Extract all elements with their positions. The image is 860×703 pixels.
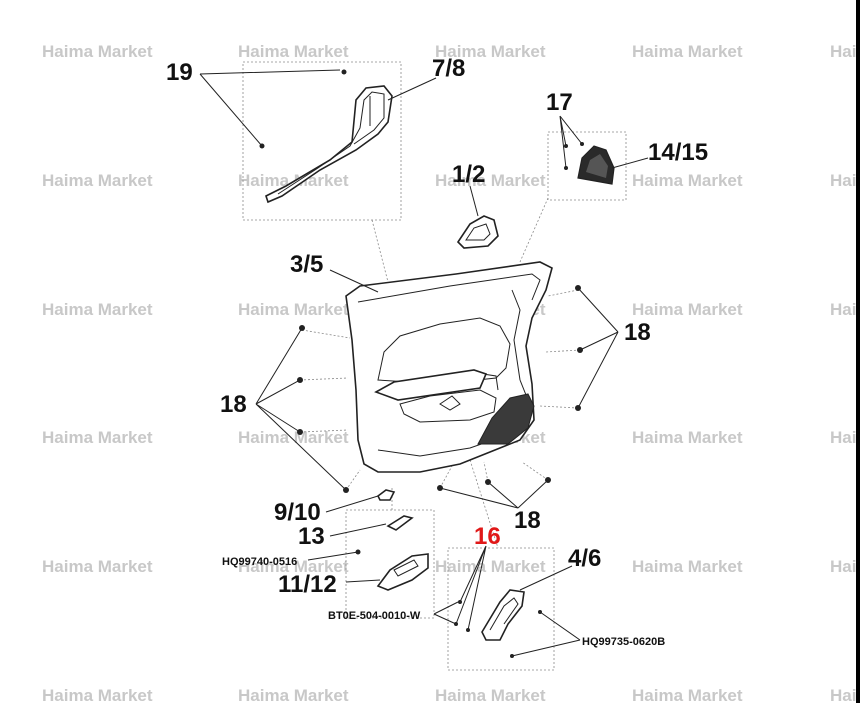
watermark: Haima Market [238, 300, 349, 319]
callout-4-6: 4/6 [568, 545, 601, 572]
pull-handle-part [454, 589, 542, 658]
watermark: Haima Market [632, 171, 743, 190]
callout-1-2: 1/2 [452, 161, 485, 188]
right-edge-border [856, 0, 860, 703]
watermark: Haima Market [42, 557, 153, 576]
callout-17: 17 [546, 89, 573, 116]
inner-handle-part [456, 215, 499, 249]
watermark: Haima Market [435, 171, 546, 190]
callout-18-left: 18 [220, 391, 247, 418]
connector-line [519, 197, 549, 263]
door-trim-panel-part [345, 261, 553, 473]
watermark: Haima Market [830, 171, 860, 190]
connector-line [439, 289, 581, 489]
callout-13: 13 [298, 523, 325, 550]
grip-trim-part [259, 69, 393, 204]
watermark: Haima Market [632, 557, 743, 576]
callout-9-10: 9/10 [274, 499, 321, 526]
connector-line [299, 329, 361, 491]
callout-18-bottom: 18 [514, 507, 541, 534]
watermark: Haima Market [435, 557, 546, 576]
watermark: Haima Market [238, 557, 349, 576]
watermark: Haima Market [435, 686, 546, 703]
watermark: Haima Market [238, 171, 349, 190]
watermark-layer: Haima Market Haima Market Haima Market H… [42, 42, 860, 703]
watermark: Haima Market [632, 428, 743, 447]
part-number-label: BT0E-504-0010-W [328, 610, 421, 622]
callout-14-15: 14/15 [648, 139, 708, 166]
watermark: Haima Market [238, 42, 349, 61]
watermark: Haima Market [238, 686, 349, 703]
callout-19: 19 [166, 59, 193, 86]
watermark: Haima Market [830, 42, 860, 61]
switch-bezel-part [355, 549, 429, 591]
watermark: Haima Market [42, 42, 153, 61]
watermark: Haima Market [830, 428, 860, 447]
switch-bezel-group-box [345, 509, 435, 619]
leader-lines [199, 69, 649, 657]
watermark: Haima Market [830, 300, 860, 319]
watermark: Haima Market [632, 42, 743, 61]
watermark: Haima Market [238, 428, 349, 447]
part-number-label: HQ99740-0516 [222, 556, 297, 568]
callout-11-12: 11/12 [278, 571, 337, 598]
watermark: Haima Market [830, 686, 860, 703]
grip-group-box [242, 61, 402, 221]
watermark: Haima Market [632, 686, 743, 703]
watermark: Haima Market [632, 300, 743, 319]
callout-16-highlighted: 16 [474, 523, 501, 550]
watermark: Haima Market [42, 300, 153, 319]
switch-cover-strip-part [386, 515, 414, 531]
callout-7-8: 7/8 [432, 55, 465, 82]
watermark: Haima Market [830, 557, 860, 576]
part-number-label: HQ99735-0620B [582, 636, 665, 648]
watermark: Haima Market [42, 428, 153, 447]
callout-18-right: 18 [624, 319, 651, 346]
cover-plug-part [376, 489, 396, 501]
pull-handle-group-box [447, 547, 555, 671]
tweeter-cover-group-box [547, 131, 627, 201]
watermark: Haima Market [42, 171, 153, 190]
connector-line [469, 459, 499, 549]
callout-3-5: 3/5 [290, 251, 323, 278]
tweeter-cover-part [564, 142, 615, 185]
watermark: Haima Market [435, 42, 546, 61]
connector-line [371, 219, 389, 283]
watermark: Haima Market [42, 686, 153, 703]
